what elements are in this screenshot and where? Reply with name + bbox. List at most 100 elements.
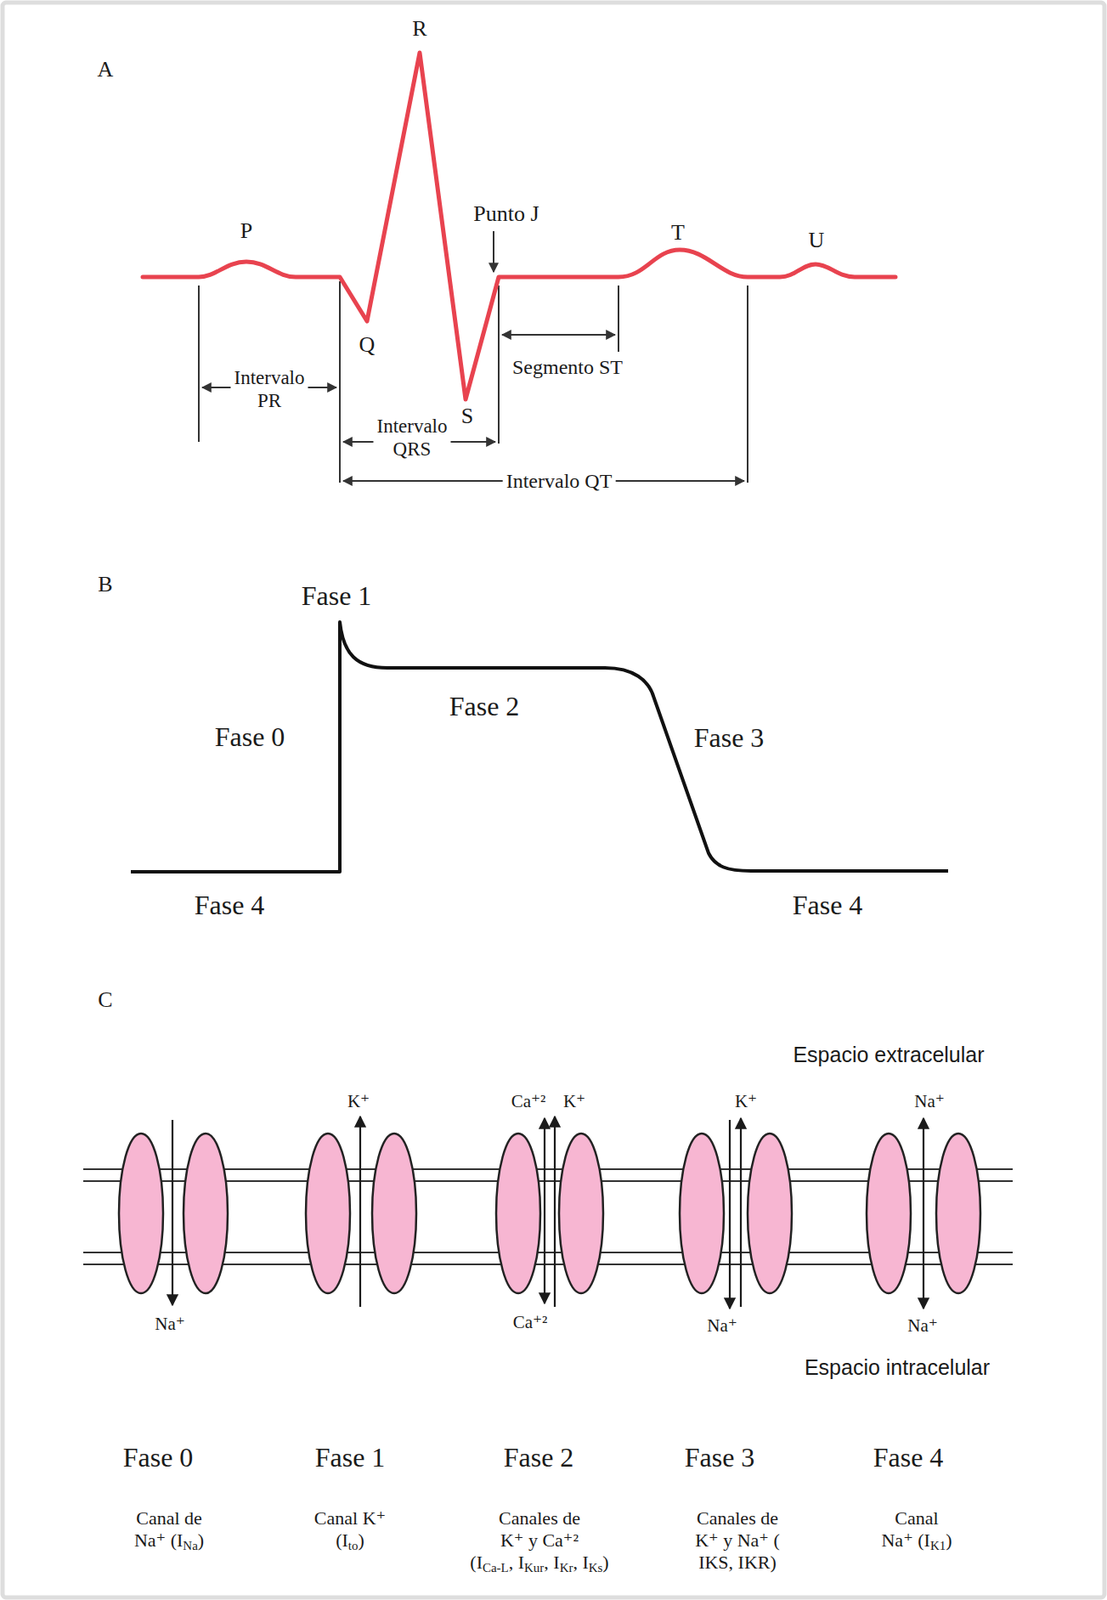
text-line: Ca⁺² <box>511 1090 547 1112</box>
ecg-guides <box>198 231 748 483</box>
text-line: A <box>97 56 114 82</box>
channel-caption: Canal de Na⁺ (INa) <box>134 1507 204 1552</box>
ion-flow-arrow <box>172 1116 924 1309</box>
text-line: Canales de <box>696 1507 779 1529</box>
ion-flow-arrow <box>739 1118 742 1307</box>
text-line: (Ito) <box>335 1529 365 1551</box>
channel-subunit <box>747 1133 792 1294</box>
text-line: Fase 3 <box>694 722 765 753</box>
text-line: Espacio extracelular <box>792 1042 984 1067</box>
text-line: Ca⁺² <box>513 1311 548 1333</box>
ion-flow-arrow <box>171 1119 174 1305</box>
interval-label: Intervalo QT <box>502 468 616 493</box>
interval-label: Intervalo QRS <box>372 414 451 461</box>
current-name: (Ito) <box>335 1529 365 1551</box>
guide-line <box>497 285 500 444</box>
channel-caption: Canal K⁺ (Ito) <box>314 1507 386 1552</box>
channel-subunit <box>305 1133 351 1294</box>
text-line: C <box>97 987 113 1012</box>
guide-line <box>746 285 749 483</box>
guide-line <box>197 285 200 442</box>
ion-label: Ca⁺² <box>511 1090 547 1113</box>
ion-flow-arrow <box>922 1118 925 1309</box>
text-line: Intervalo <box>376 415 447 437</box>
text-line: (ICa-L, IKur, IKr, IKs) <box>469 1551 609 1573</box>
channel-subunit <box>183 1133 228 1294</box>
wave-label: P <box>240 218 253 245</box>
text-line: PR <box>257 389 282 412</box>
channel-subunit <box>118 1133 164 1294</box>
text-line: Fase 0 <box>214 721 286 752</box>
ecg-trace <box>142 52 896 400</box>
text-line: Q <box>359 332 376 357</box>
text-line: R <box>412 16 427 41</box>
text-line: Intervalo QT <box>506 469 613 492</box>
ion-label: K⁺ <box>347 1090 370 1113</box>
ion-flow-arrow <box>359 1116 362 1307</box>
ion-label: K⁺ <box>734 1090 757 1113</box>
channel-caption: Canales de K⁺ y Ca⁺² (ICa-L, IKur, IKr, … <box>469 1507 609 1574</box>
subscript: Ca-L <box>482 1560 509 1575</box>
text-line: P <box>240 218 253 243</box>
channel-subunit <box>496 1133 541 1294</box>
channel-caption: Canal Na⁺ (IK1) <box>881 1507 952 1552</box>
wave-label: U <box>808 227 825 255</box>
space-label: Espacio extracelular <box>792 1042 984 1068</box>
ion-label: K⁺ <box>563 1090 586 1113</box>
subscript: Ks <box>588 1560 604 1575</box>
wave-label: R <box>412 16 427 43</box>
text-line: Canales de <box>498 1507 581 1529</box>
ion-flow-arrow <box>728 1119 731 1309</box>
text-line: Espacio intracelular <box>804 1355 990 1379</box>
text-line: Punto J <box>473 201 539 226</box>
text-line: Fase 1 <box>315 1441 386 1473</box>
segment-label: Segmento ST <box>512 355 623 379</box>
phase-label: Fase 1 <box>301 580 373 613</box>
ion-label: Na⁺ <box>907 1315 938 1337</box>
text-line: Na⁺ <box>907 1315 938 1336</box>
phase-label: Fase 3 <box>694 722 765 755</box>
text-line: Fase 4 <box>873 1441 944 1473</box>
text-line: S <box>461 403 474 429</box>
phase-label: Fase 3 <box>684 1441 756 1475</box>
panel-letter: B <box>97 571 113 599</box>
text-line: Fase 1 <box>301 580 373 611</box>
ion-flow-arrow <box>543 1118 546 1304</box>
text-line: Fase 4 <box>194 889 266 921</box>
text-line: B <box>97 571 113 597</box>
text-line: T <box>671 220 685 245</box>
phase-label: Fase 4 <box>194 889 266 922</box>
phase-label: Fase 1 <box>315 1441 386 1475</box>
text-line: Intervalo <box>233 367 305 389</box>
subscript: Kr <box>559 1560 574 1575</box>
space-label: Espacio intracelular <box>804 1355 990 1381</box>
channel-subunit <box>372 1133 417 1294</box>
text-line: Fase 0 <box>123 1441 194 1473</box>
channel-subunit <box>559 1133 604 1294</box>
text-line: Na⁺ <box>914 1090 945 1112</box>
subscript: Na <box>182 1538 198 1553</box>
subscript: K1 <box>930 1538 946 1553</box>
wave-label: Q <box>359 332 376 359</box>
text-line: IKS, IKR) <box>698 1551 777 1573</box>
text-line: Segmento ST <box>512 355 623 379</box>
ion-label: Na⁺ <box>154 1313 186 1335</box>
current-name: (INa) <box>170 1529 204 1551</box>
phase-label: Fase 2 <box>449 690 520 723</box>
guide-line <box>617 285 620 352</box>
panel-letter: C <box>97 987 113 1014</box>
text-line: Fase 4 <box>792 889 864 921</box>
phase-label: Fase 4 <box>792 889 864 922</box>
text-line: Na⁺ <box>706 1315 738 1336</box>
text-line: Canal K⁺ <box>314 1507 386 1529</box>
text-line: K⁺ <box>734 1090 757 1112</box>
wave-label: T <box>671 220 685 247</box>
point-label: Punto J <box>473 201 539 228</box>
current-name: (ICa-L, IKur, IKr, IKs) <box>469 1551 609 1573</box>
channel-subunit <box>936 1133 981 1294</box>
text-line: Canal <box>894 1507 938 1529</box>
text-line: Na⁺ (IK1) <box>881 1529 952 1551</box>
pointer-arrow <box>492 231 495 272</box>
text-line: K⁺ <box>563 1090 586 1112</box>
